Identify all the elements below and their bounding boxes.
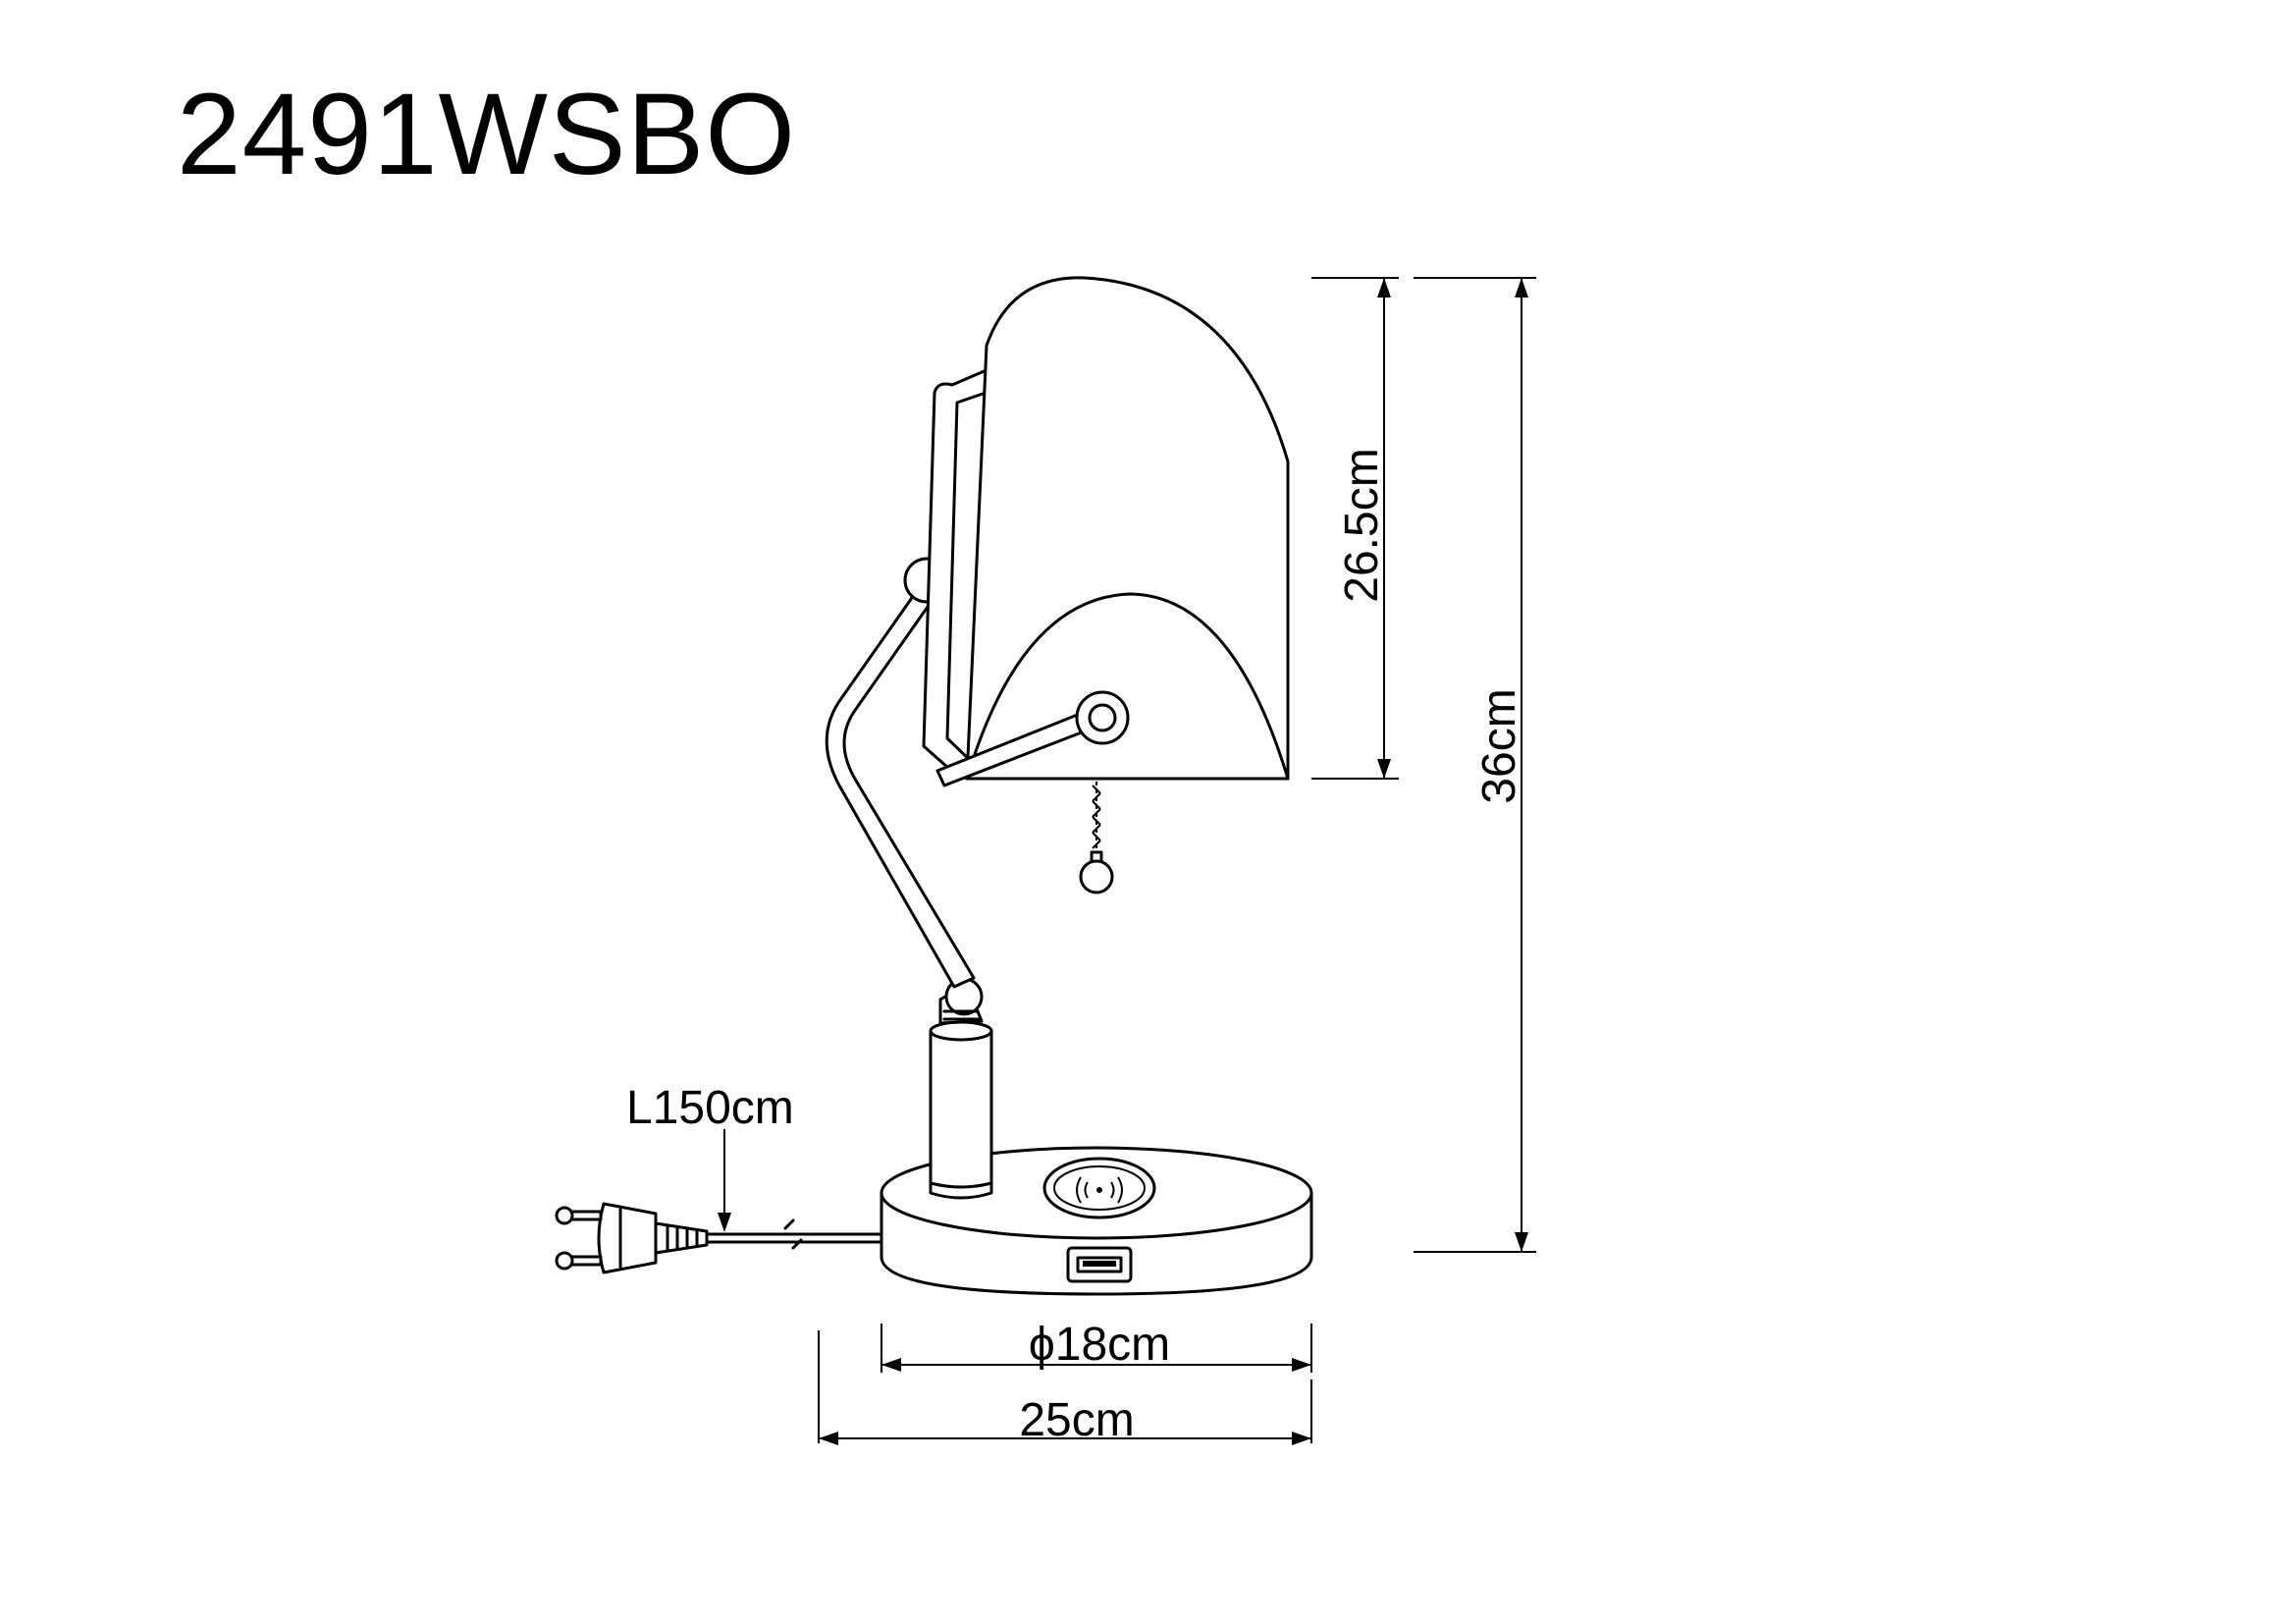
base-dia-arrow-left: [881, 1358, 901, 1372]
lamp-stem: [929, 977, 993, 1200]
depth-arrow-right: [1292, 1432, 1311, 1445]
base-dia-arrow-right: [1292, 1358, 1311, 1372]
depth-arrow-left: [819, 1432, 838, 1445]
shade-height-label: 26.5cm: [1336, 448, 1388, 603]
stem-column: [929, 1029, 993, 1200]
cable-break-mark: [783, 1218, 803, 1250]
dimension-lines: [718, 277, 1536, 1445]
lamp-shade: [922, 276, 1290, 894]
usb-icon: [1076, 1256, 1123, 1273]
cable-length-label: L150cm: [626, 1082, 794, 1134]
arm-rod: [825, 583, 976, 989]
plug-body: [597, 1202, 658, 1274]
shade-height-arrow-bottom: [1377, 759, 1391, 779]
total-height-arrow-bottom: [1515, 1232, 1528, 1252]
power-cable-and-plug: [555, 1202, 890, 1274]
total-depth-label: 25cm: [1019, 1394, 1135, 1446]
pull-chain-bead: [1079, 859, 1114, 894]
model-code-title: 2491WSBO: [177, 70, 797, 199]
pull-chain: [1079, 782, 1114, 894]
base-diameter-label: ϕ18cm: [1028, 1319, 1171, 1371]
shade-height-arrow-top: [1377, 278, 1391, 298]
total-height-arrow-top: [1515, 278, 1528, 298]
cable-leader-arrow: [718, 1213, 731, 1232]
total-height-label: 36cm: [1473, 688, 1525, 804]
wireless-charging-icon: [1076, 1176, 1123, 1204]
plug-strain-relief: [654, 1221, 709, 1255]
shade-bracket: [922, 368, 993, 778]
